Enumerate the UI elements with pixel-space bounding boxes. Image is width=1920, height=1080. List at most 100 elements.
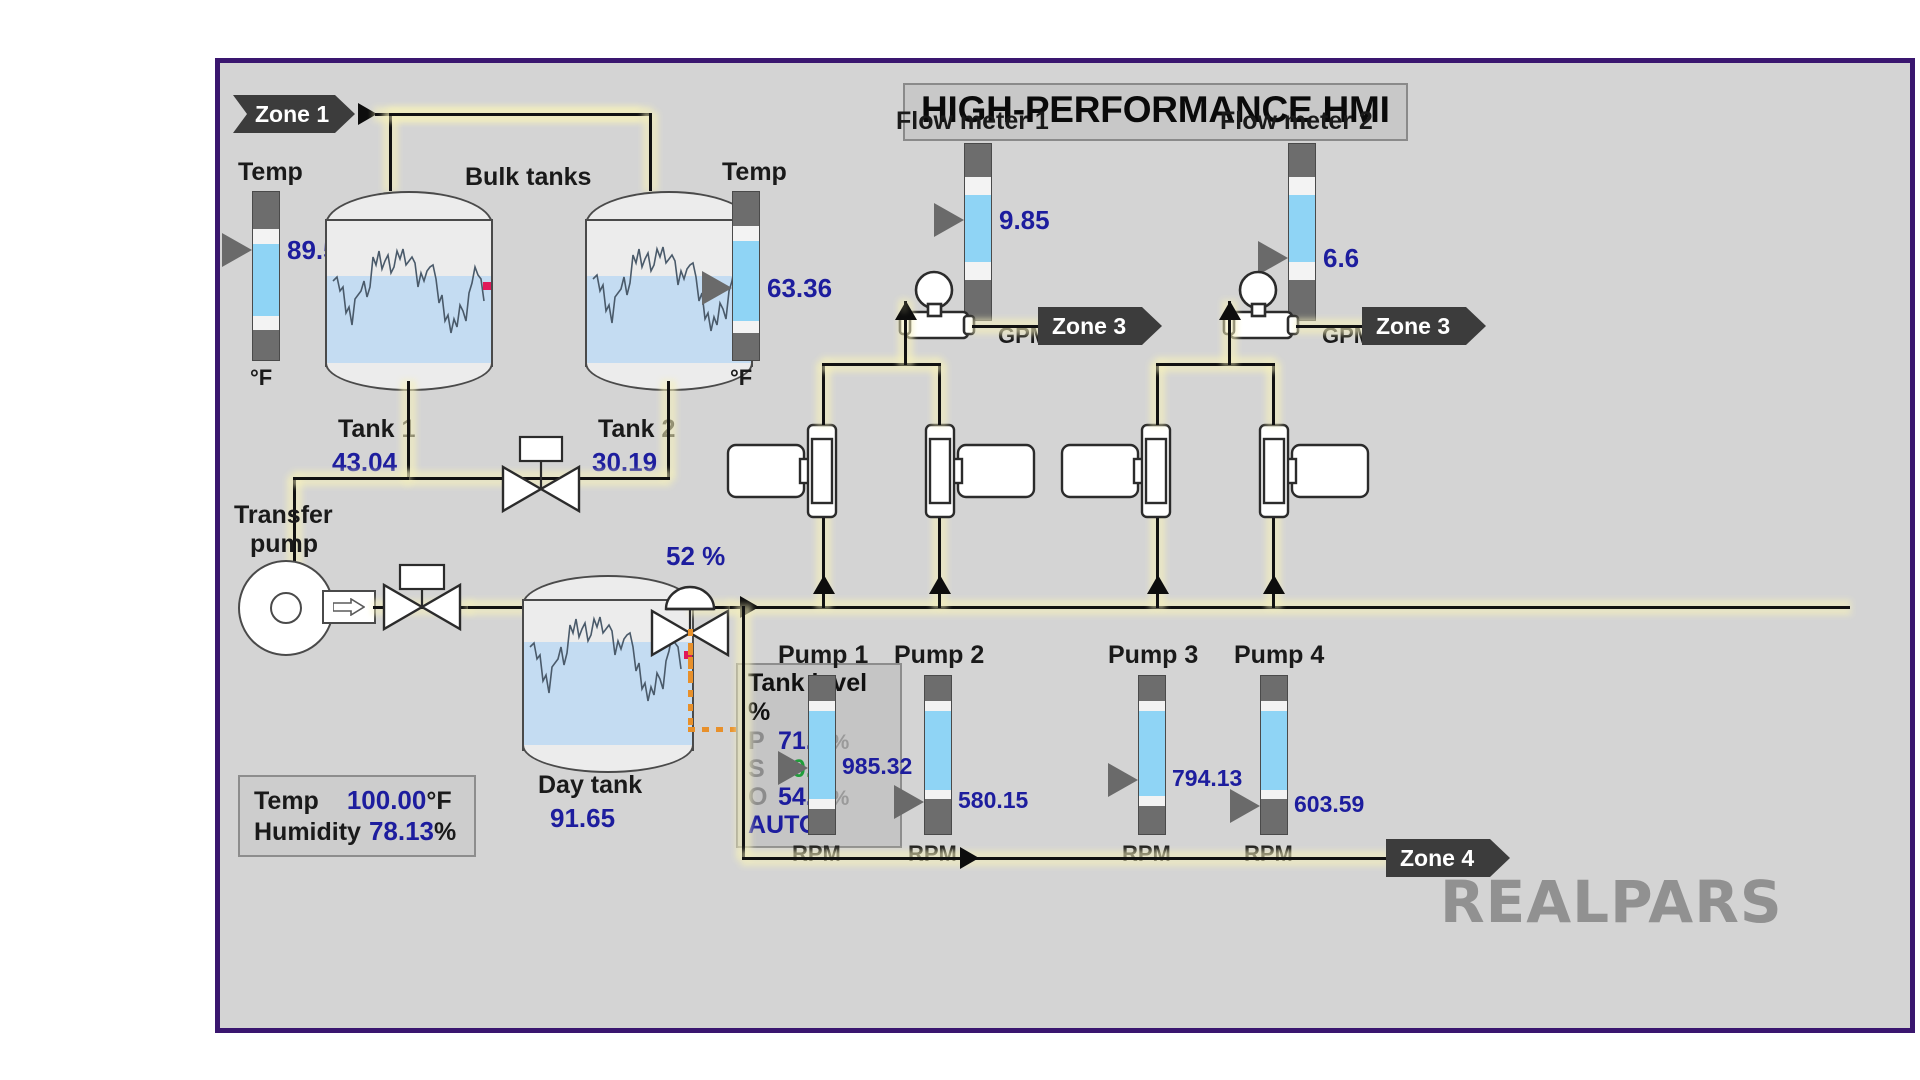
flow-meter-1-pointer [934, 203, 964, 237]
pipe-group2-to-fm [1228, 301, 1231, 365]
zone-tag-label: Zone 3 [1052, 312, 1127, 339]
pipe-bulk-to-left [293, 477, 409, 480]
day-tank-value: 91.65 [550, 803, 616, 833]
tank-1[interactable] [325, 191, 493, 391]
pipe-pump1-discharge [822, 363, 825, 425]
flow-meter-2-pointer [1258, 241, 1288, 275]
zone-tag-label: Zone 1 [255, 100, 330, 127]
pump-3-value: 794.13 [1172, 765, 1243, 791]
hmi-panel: HIGH-PERFORMANCE HMI Zone 1 Temp 89.5 °F… [215, 58, 1915, 1033]
flow-meter-2-gauge[interactable] [1288, 143, 1316, 321]
day-tank-trend [529, 616, 682, 702]
pump-2-symbol[interactable] [920, 421, 1036, 521]
pump-3-pointer [1108, 763, 1138, 797]
pump-1-unit: RPM [792, 841, 841, 866]
tank-1-value: 43.04 [332, 447, 398, 477]
day-tank-label: Day tank [538, 771, 643, 799]
zone-tag-inlet: Zone 1 [233, 95, 355, 133]
ambient-humidity-unit: % [434, 818, 457, 846]
flow-meter-2-symbol[interactable] [1220, 270, 1310, 350]
faceplate-mode[interactable]: AUTO [748, 810, 819, 839]
flow-arrow-fm2 [1219, 301, 1241, 320]
flow-arrow-pump4 [1263, 575, 1285, 594]
ambient-info-box: Temp 100.00 °F Humidity 78.13 % [238, 775, 476, 857]
pipe-group2-collector [1156, 363, 1275, 366]
pump-1-symbol[interactable] [726, 421, 842, 521]
ambient-temp-row: Temp 100.00 °F [254, 785, 460, 816]
pump-3-symbol[interactable] [1060, 421, 1176, 521]
tank-2-value: 30.19 [592, 447, 658, 477]
pump-4-value: 603.59 [1294, 791, 1365, 817]
pump-2-pointer [894, 785, 924, 819]
pump-4-gauge[interactable] [1260, 675, 1288, 835]
flow-meter-1-symbol[interactable] [896, 270, 986, 350]
pump-3-label: Pump 3 [1108, 641, 1199, 669]
pump-1-pointer [778, 751, 808, 785]
page-title: HIGH-PERFORMANCE HMI [903, 83, 1408, 141]
tank-1-trend-marker [483, 282, 491, 290]
day-tank-liquid [524, 642, 692, 749]
pump-4-unit: RPM [1244, 841, 1293, 866]
tank-1-liquid [327, 275, 491, 365]
faceplate-key-sp: S [748, 754, 765, 783]
bulk-tanks-label: Bulk tanks [465, 163, 592, 191]
pump-1-label: Pump 1 [778, 641, 869, 669]
pipe-to-transfer-main [293, 477, 296, 573]
valve-bulk-isolation[interactable] [492, 435, 588, 519]
pipe-tank2-outlet [667, 381, 670, 479]
valve-transfer[interactable] [372, 563, 472, 651]
zone-tag-outlet-a: Zone 3 [1038, 307, 1162, 345]
temp-gauge-2[interactable] [732, 191, 760, 361]
ambient-temp-unit: °F [426, 787, 452, 815]
flow-direction-icon [333, 598, 365, 616]
pump-1-gauge[interactable] [808, 675, 836, 835]
flow-arrow-pump1 [813, 575, 835, 594]
flow-meter-1-gauge[interactable] [964, 143, 992, 321]
ambient-humidity-row: Humidity 78.13 % [254, 816, 460, 847]
control-valve-value: 52 % [666, 541, 726, 571]
pipe-fm1-to-zone3 [972, 325, 1040, 328]
temp-gauge-1-pointer [222, 233, 252, 267]
pipe-drop-tank2 [649, 113, 652, 191]
signal-line-level-h [688, 727, 736, 732]
day-tank[interactable] [522, 575, 694, 773]
temp-gauge-1-label: Temp [238, 158, 303, 186]
pump-1-value: 985.32 [842, 753, 913, 779]
signal-line-valve [688, 629, 693, 681]
pipe-group1-to-fm [904, 301, 907, 365]
transfer-pump-hub [270, 592, 302, 624]
tank-2-label: Tank 2 [598, 415, 676, 443]
ambient-humidity-value: 78.13 [368, 816, 435, 846]
pipe-tank-manifold [407, 477, 670, 480]
flow-meter-2-label: Flow meter 2 [1220, 107, 1373, 135]
pipe-pump4-suction [1272, 490, 1275, 608]
pump-2-gauge[interactable] [924, 675, 952, 835]
ambient-temp-value: 100.00 [346, 785, 427, 815]
faceplate-key-out: O [748, 782, 768, 811]
pump-4-symbol[interactable] [1254, 421, 1370, 521]
pipe-zone4-riser [742, 606, 745, 859]
pump-3-gauge[interactable] [1138, 675, 1166, 835]
temp-gauge-1[interactable] [252, 191, 280, 361]
flow-arrow-pump2 [929, 575, 951, 594]
pipe-main-discharge-header [730, 606, 1850, 609]
flow-meter-1-label: Flow meter 1 [896, 107, 1049, 135]
pump-2-value: 580.15 [958, 787, 1029, 813]
pipe-valve-to-daytank [468, 606, 526, 609]
realpars-watermark: REALPARS [1440, 868, 1783, 936]
flow-arrow-fm1 [895, 301, 917, 320]
flow-arrow-pump3 [1147, 575, 1169, 594]
pipe-pump1-suction [822, 490, 825, 608]
pump-2-label: Pump 2 [894, 641, 985, 669]
pump-4-pointer [1230, 789, 1260, 823]
zone-tag-label: Zone 4 [1400, 844, 1475, 871]
flow-meter-1-value: 9.85 [999, 205, 1050, 235]
faceplate-key-pv: P [748, 726, 765, 755]
temp-gauge-2-unit: °F [730, 365, 753, 390]
pipe-group1-collector [822, 363, 941, 366]
flow-arrow-inlet [358, 103, 377, 125]
ambient-temp-label: Temp [254, 787, 319, 815]
zone-tag-outlet-c: Zone 4 [1386, 839, 1510, 877]
pipe-pump3-discharge [1156, 363, 1159, 425]
